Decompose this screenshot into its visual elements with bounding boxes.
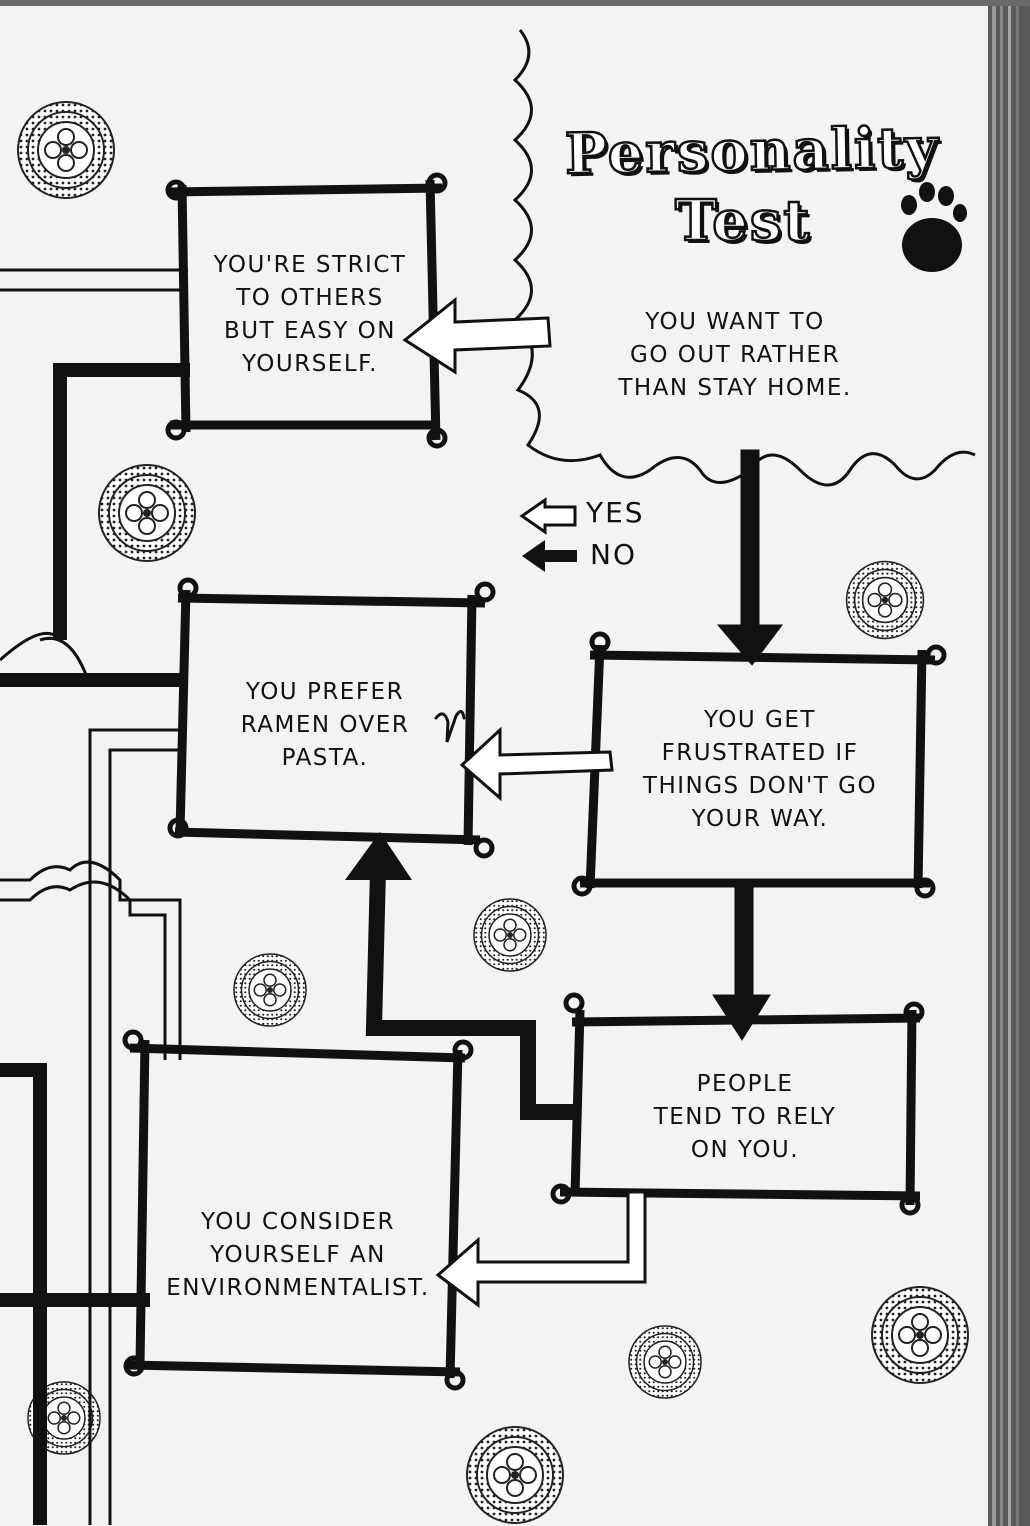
legend-yes-label: YES bbox=[586, 496, 645, 529]
paw-print-icon bbox=[901, 182, 967, 272]
box-frustrated-frame bbox=[571, 631, 947, 899]
arrow-yes-rely-to-environment bbox=[435, 1190, 647, 1308]
lace-rosette-icon bbox=[17, 101, 115, 199]
arrow-no-rely-to-ramen-head bbox=[345, 832, 412, 880]
question-rely: PEOPLE TEND TO RELY ON YOU. bbox=[653, 1070, 837, 1163]
heart-icon bbox=[434, 710, 466, 743]
question-ramen: YOU PREFER RAMEN OVER PASTA. bbox=[240, 678, 410, 771]
question-start: YOU WANT TO GO OUT RATHER THAN STAY HOME… bbox=[618, 308, 852, 401]
question-frustrated: YOU GET FRUSTRATED IF THINGS DON'T GO YO… bbox=[642, 707, 878, 832]
question-strict: YOU'RE STRICT TO OTHERS BUT EASY ON YOUR… bbox=[213, 252, 407, 377]
arrow-no-start-to-frustrated bbox=[716, 449, 783, 666]
lace-rosette-icon bbox=[233, 953, 307, 1027]
lace-rosette-icon bbox=[473, 898, 547, 972]
box-environment-frame bbox=[122, 1029, 474, 1391]
cloud-border bbox=[512, 29, 976, 487]
lace-rosette-icon bbox=[98, 464, 196, 562]
arrow-yes-start-to-strict bbox=[402, 296, 552, 375]
arrow-yes-frustrated-to-ramen bbox=[459, 726, 614, 802]
legend-no-label: NO bbox=[590, 538, 637, 571]
legend-no-arrow-icon bbox=[522, 540, 577, 572]
lace-rosette-icon bbox=[628, 1325, 702, 1399]
legend-yes-arrow-icon bbox=[519, 497, 577, 535]
lace-rosette-icon bbox=[845, 560, 925, 640]
arrow-no-frustrated-to-rely bbox=[712, 887, 771, 1041]
page-title-line2: Test bbox=[674, 187, 812, 256]
lace-rosette-icon bbox=[871, 1286, 969, 1384]
left-connectors bbox=[0, 268, 190, 1525]
arrow-no-rely-to-ramen bbox=[365, 869, 580, 1120]
question-environment: YOU CONSIDER YOURSELF AN ENVIRONMENTALIS… bbox=[166, 1208, 430, 1301]
box-strict-frame bbox=[165, 172, 448, 449]
box-ramen-frame bbox=[167, 577, 496, 859]
page-title-line1: Personality bbox=[563, 113, 941, 188]
lace-rosette-icon bbox=[466, 1426, 564, 1524]
